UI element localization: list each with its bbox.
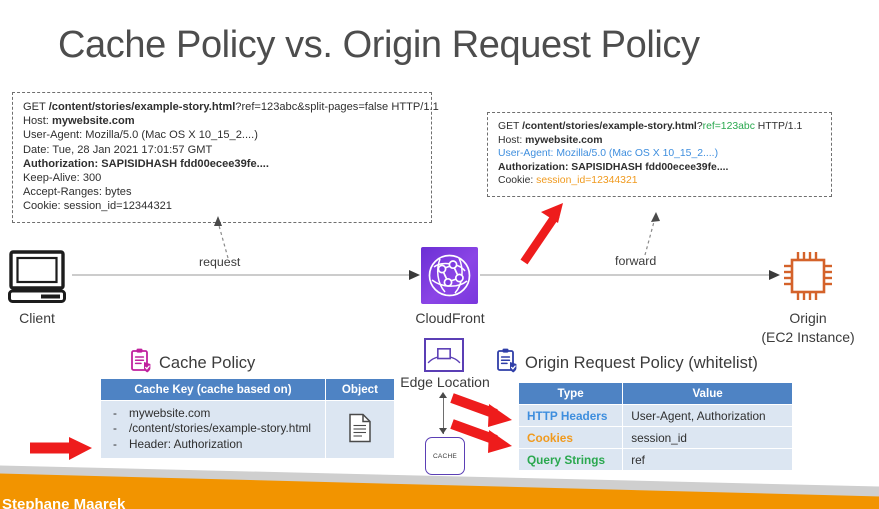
table-row: mywebsite.com /content/stories/example-s…	[100, 399, 396, 460]
origin-request-policy-heading-text: Origin Request Policy (whitelist)	[525, 353, 758, 372]
type-cell-http-headers: HTTP Headers	[517, 404, 624, 427]
desktop-computer-icon	[8, 250, 66, 303]
table-row: Query Strings ref	[517, 448, 793, 471]
forwarded-request-line-2: User-Agent: Mozilla/5.0 (Mac OS X 10_15_…	[498, 148, 719, 160]
page-title: Cache Policy vs. Origin Request Policy	[58, 24, 700, 66]
list-item: mywebsite.com	[107, 406, 319, 422]
cloudfront-label: CloudFront	[415, 310, 485, 326]
type-cell-cookies: Cookies	[517, 426, 624, 449]
forward-flow-label: forward	[615, 254, 657, 268]
table-header-row: Type Value	[517, 382, 793, 405]
cache-policy-heading: Cache Policy	[130, 348, 255, 378]
forwarded-request-line-4: Cookie: session_id=12344321	[498, 175, 638, 187]
cpu-chip-icon	[784, 252, 832, 300]
document-icon	[349, 413, 371, 443]
client-label: Client	[19, 310, 55, 326]
edge-location-label: Edge Location	[400, 374, 490, 390]
type-cell-query-strings: Query Strings	[517, 448, 624, 471]
table-row: Cookies session_id	[517, 426, 793, 449]
cache-arrow-down-head	[439, 428, 447, 434]
forwarded-request-line-0: GET /content/stories/example-story.html?…	[498, 121, 803, 132]
forwarded-request-line-1: Host: mywebsite.com	[498, 134, 603, 146]
column-header-type: Type	[517, 382, 624, 405]
edge-location-icon	[424, 338, 464, 372]
client-request-line-1: Host: mywebsite.com	[23, 115, 135, 128]
object-cell	[324, 399, 396, 460]
request-flow-label: request	[199, 255, 241, 269]
value-cell-query-strings: ref	[622, 448, 793, 471]
bottom-banner: Stephane Maarek	[0, 457, 879, 509]
origin-label: Origin	[789, 310, 827, 326]
column-header-value: Value	[622, 382, 793, 405]
value-cell-http-headers: User-Agent, Authorization	[622, 404, 793, 427]
cloudfront-globe-icon	[421, 247, 478, 304]
cache-policy-heading-text: Cache Policy	[159, 353, 256, 372]
origin-sublabel: (EC2 Instance)	[761, 329, 855, 345]
cache-arrow-up-head	[439, 392, 447, 398]
clipboard-check-icon	[130, 348, 152, 378]
list-item: Header: Authorization	[107, 437, 319, 453]
clipboard-check-icon	[496, 348, 518, 378]
client-request-line-6: Accept-Ranges: bytes	[23, 186, 132, 199]
client-request-line-7: Cookie: session_id=12344321	[23, 200, 172, 213]
cache-key-cell: mywebsite.com /content/stories/example-s…	[100, 399, 326, 460]
arrow-to-http-headers-row	[450, 393, 512, 427]
origin-request-policy-heading: Origin Request Policy (whitelist)	[496, 348, 758, 378]
client-request-box: GET /content/stories/example-story.html?…	[12, 92, 439, 223]
origin-request-policy-table: Type Value HTTP Headers User-Agent, Auth…	[517, 382, 793, 471]
client-request-line-4: Authorization: SAPISIDHASH fdd00ecee39fe…	[23, 157, 269, 170]
column-header-cache-key: Cache Key (cache based on)	[100, 378, 326, 401]
forwarded-request-box: GET /content/stories/example-story.html?…	[487, 112, 832, 197]
cache-connector-line	[443, 396, 444, 434]
value-cell-cookies: session_id	[622, 426, 793, 449]
column-header-object: Object	[324, 378, 396, 401]
forwarded-request-line-3: Authorization: SAPISIDHASH fdd00ecee39fe…	[498, 161, 729, 173]
cache-policy-table: Cache Key (cache based on) Object mywebs…	[100, 378, 396, 460]
list-item: /content/stories/example-story.html	[107, 421, 319, 437]
table-row: HTTP Headers User-Agent, Authorization	[517, 404, 793, 427]
arrow-to-cookie-header	[520, 203, 563, 265]
client-request-line-5: Keep-Alive: 300	[23, 172, 102, 185]
client-request-line-3: Date: Tue, 28 Jan 2021 17:01:57 GMT	[23, 143, 213, 156]
client-request-line-0: GET /content/stories/example-story.html?…	[23, 101, 439, 113]
client-request-line-2: User-Agent: Mozilla/5.0 (Mac OS X 10_15_…	[23, 129, 258, 142]
table-header-row: Cache Key (cache based on) Object	[100, 378, 396, 401]
